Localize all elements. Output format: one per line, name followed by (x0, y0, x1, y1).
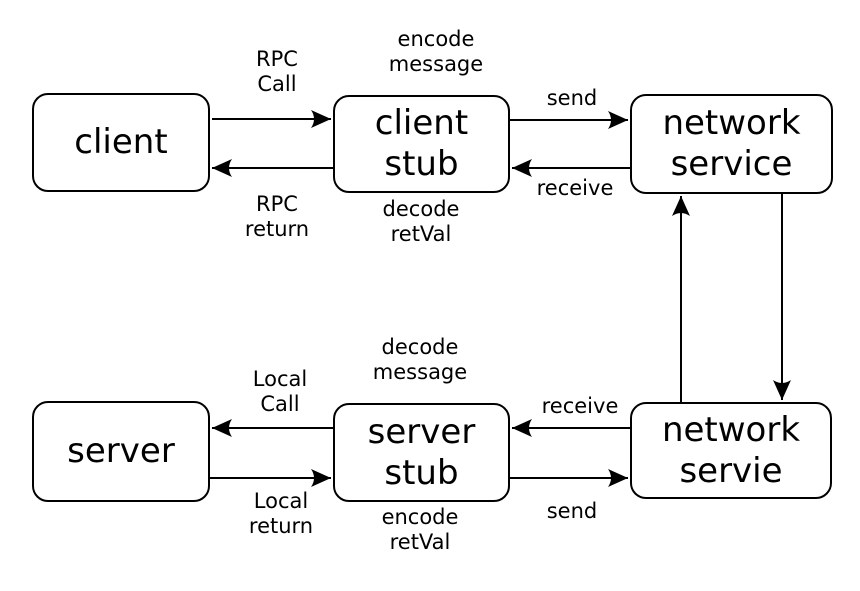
server-stub-box: server stub (333, 403, 510, 502)
encode-message-label: encode message (388, 27, 484, 76)
receive-bottom-label: receive (541, 394, 619, 418)
rpc-return-label: RPC return (244, 192, 310, 241)
server-box: server (32, 401, 210, 502)
network-service-bottom-box: network servie (630, 402, 832, 499)
send-top-label: send (546, 86, 598, 110)
client-stub-box: client stub (333, 95, 510, 193)
receive-top-label: receive (536, 176, 614, 200)
decode-message-label: decode message (372, 335, 468, 384)
network-service-top-box: network service (630, 94, 833, 194)
decode-retval-label: decode retVal (382, 197, 460, 246)
encode-retval-label: encode retVal (381, 505, 459, 554)
send-bottom-label: send (546, 499, 598, 523)
local-call-label: Local Call (252, 367, 308, 416)
client-box: client (32, 93, 210, 192)
rpc-call-label: RPC Call (256, 47, 298, 96)
local-return-label: Local return (248, 489, 314, 538)
